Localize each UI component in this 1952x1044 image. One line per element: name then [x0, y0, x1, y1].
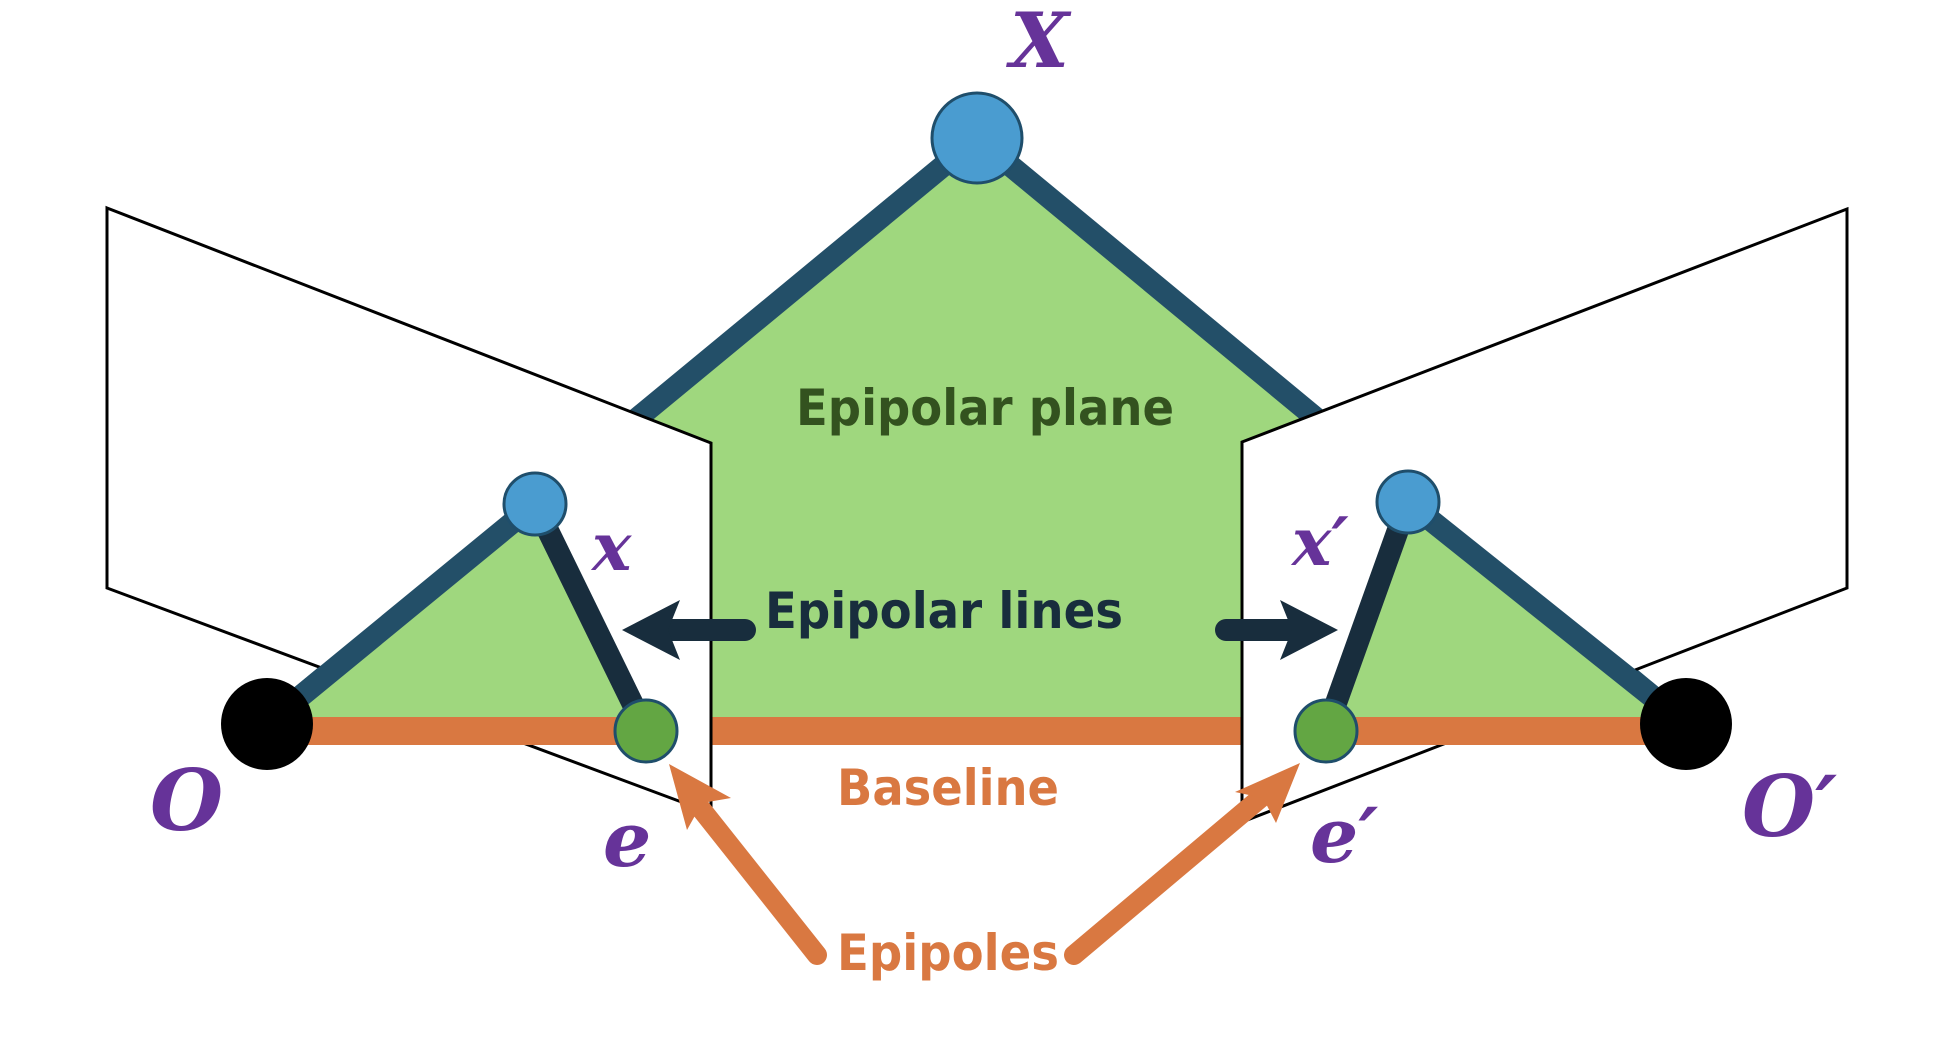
label-O: O	[150, 751, 223, 850]
ray-O-prime-to-x-prime	[1401, 493, 1693, 733]
label-e: e	[603, 795, 651, 884]
right-plane-triangle	[1326, 502, 1686, 731]
arrow-epipole-left	[669, 764, 827, 965]
label-baseline: Baseline	[837, 759, 1059, 817]
ray-O-to-x	[260, 495, 542, 733]
label-epipolar-plane: Epipolar plane	[796, 379, 1174, 437]
camera-center-O	[221, 678, 313, 770]
label-epipoles: Epipoles	[837, 924, 1059, 982]
epipolar-line-left	[525, 499, 656, 736]
arrow-left-epipolar	[622, 600, 756, 660]
label-e-prime: e′	[1310, 791, 1378, 880]
arrow-right-epipolar	[1215, 600, 1338, 660]
world-point-X	[930, 91, 1024, 185]
image-point-x-prime	[1375, 469, 1441, 535]
epipole-e	[613, 698, 679, 764]
label-O-prime: O′	[1742, 757, 1837, 856]
label-x-prime: x′	[1290, 503, 1349, 581]
image-point-x	[502, 471, 568, 537]
label-x: x	[590, 508, 632, 586]
camera-center-O-prime	[1640, 678, 1732, 770]
arrow-epipole-right	[1064, 763, 1300, 965]
label-epipolar-lines: Epipolar lines	[765, 582, 1123, 640]
epipolar-line-right	[1315, 498, 1419, 735]
label-X: X	[1006, 0, 1072, 85]
epipole-e-prime	[1293, 698, 1359, 764]
